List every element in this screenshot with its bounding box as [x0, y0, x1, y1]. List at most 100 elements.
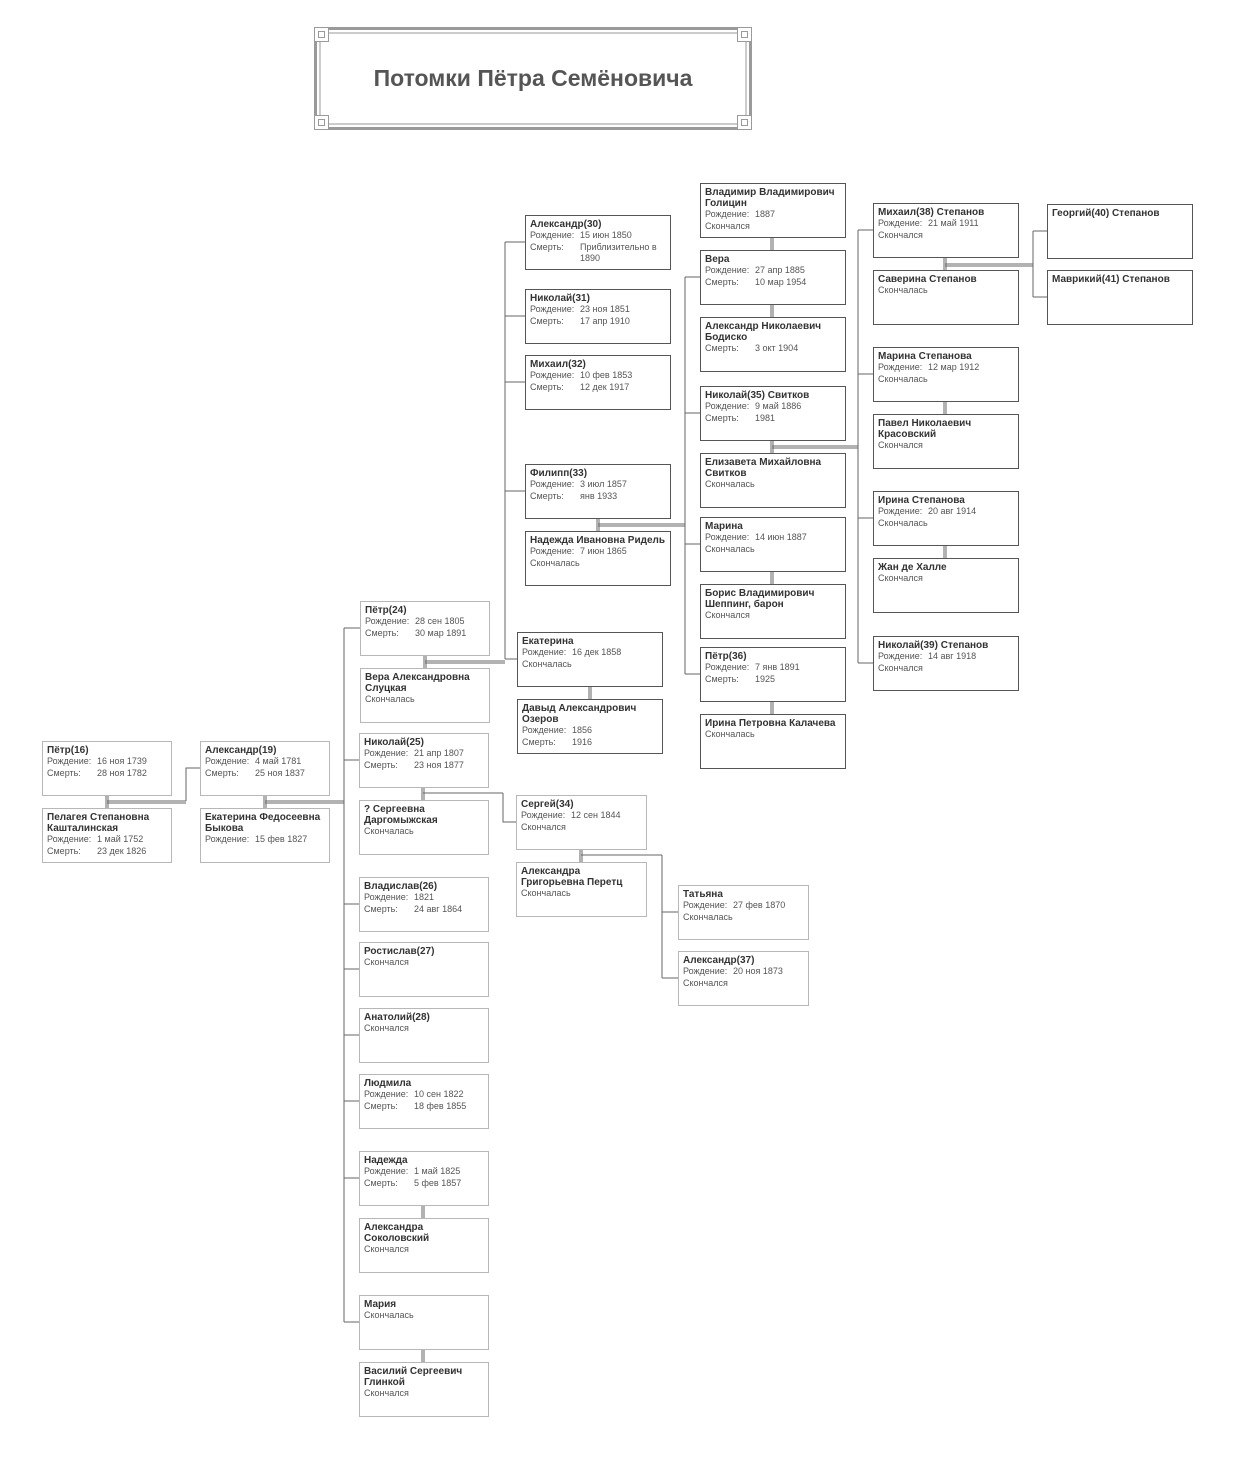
status-text: Скончался — [683, 977, 728, 988]
person-card-m41[interactable]: Маврикий(41) Степанов — [1047, 270, 1193, 325]
status-text: Скончался — [878, 662, 923, 673]
death-label: Смерть: — [365, 627, 399, 638]
person-card-r27[interactable]: Ростислав(27)Скончался — [359, 942, 489, 997]
birth-label: Рождение: — [705, 401, 750, 411]
birth-row: Рождение:1 май 1752 — [47, 834, 167, 846]
death-row: Смерть:3 окт 1904 — [705, 343, 841, 355]
birth-date: 10 фев 1853 — [580, 370, 633, 380]
status-text: Скончался — [705, 610, 750, 620]
status-text: Скончалась — [683, 911, 733, 922]
status-text: Скончался — [364, 957, 409, 967]
person-name: Екатерина — [522, 636, 574, 647]
death-date: 10 мар 1954 — [755, 276, 807, 287]
birth-date: 7 янв 1891 — [755, 662, 800, 672]
person-name: Владимир Владимирович Голицин — [705, 187, 835, 209]
birth-date: 1856 — [572, 725, 593, 735]
connector — [421, 788, 425, 800]
death-date: 23 дек 1826 — [97, 845, 147, 856]
birth-date: 12 сен 1844 — [571, 810, 621, 820]
title-frame — [314, 27, 752, 130]
status-text: Скончалась — [365, 694, 415, 704]
birth-row: Рождение:16 ноя 1739 — [47, 756, 167, 768]
status-text: Скончалась — [878, 285, 928, 295]
person-name: Татьяна — [683, 889, 723, 900]
birth-date: 20 ноя 1873 — [733, 966, 783, 976]
birth-date: 20 авг 1914 — [928, 506, 977, 516]
birth-label: Рождение: — [878, 218, 923, 228]
death-row: Смерть:24 авг 1864 — [364, 904, 484, 916]
death-row: Смерть:5 фев 1857 — [364, 1178, 484, 1190]
birth-date: 1821 — [414, 892, 435, 902]
birth-row: Рождение:14 авг 1918 — [878, 651, 1014, 663]
death-date: 23 ноя 1877 — [414, 759, 464, 770]
person-name: Людмила — [364, 1078, 412, 1089]
birth-label: Рождение: — [878, 362, 923, 372]
person-name: Надежда — [364, 1155, 408, 1166]
birth-date: 14 июн 1887 — [755, 532, 807, 542]
connector — [943, 546, 947, 558]
birth-label: Рождение: — [683, 966, 728, 976]
birth-label: Рождение: — [705, 209, 750, 219]
status-text: Скончалась — [705, 479, 755, 489]
death-row: Смерть:Приблизительно в 1890 — [530, 242, 666, 265]
birth-label: Рождение: — [878, 651, 923, 661]
death-label: Смерть: — [205, 767, 239, 778]
connector — [945, 263, 1033, 267]
death-row: Смерть:30 мар 1891 — [365, 628, 485, 640]
person-card-an28[interactable]: Анатолий(28)Скончался — [359, 1008, 489, 1063]
birth-label: Рождение: — [530, 479, 575, 489]
connector — [598, 523, 685, 527]
person-name: Михаил(38) Степанов — [878, 207, 985, 218]
person-card-g40[interactable]: Георгий(40) Степанов — [1047, 204, 1193, 259]
death-date: 17 апр 1910 — [580, 315, 630, 326]
death-label: Смерть: — [522, 736, 556, 747]
status-text: Скончался — [705, 220, 750, 231]
death-row: Смерть:1916 — [522, 737, 658, 749]
person-name: Надежда Ивановна Ридель — [530, 535, 666, 546]
connector — [265, 800, 344, 804]
birth-date: 28 сен 1805 — [415, 616, 465, 626]
